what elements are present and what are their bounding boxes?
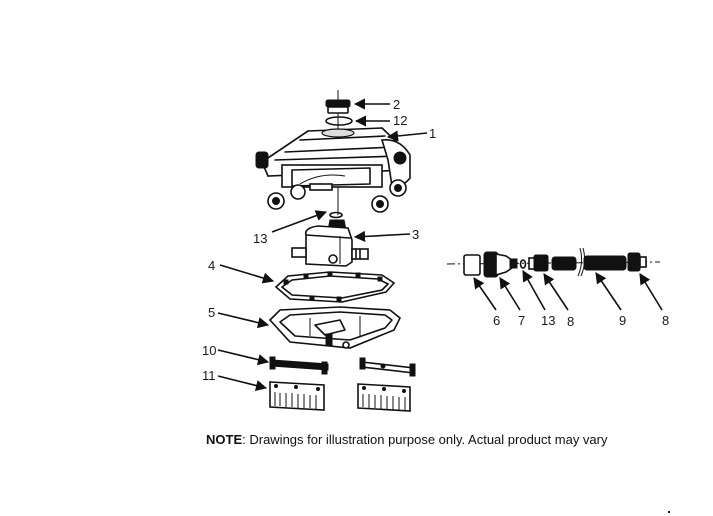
note-text: : Drawings for illustration purpose only… [242,432,608,447]
callout-11: 11 [202,368,216,383]
callout-4: 4 [208,258,215,273]
hose-connector-end-part [627,252,647,272]
base-plate-part [268,306,402,349]
gasket-frame-part [274,271,396,303]
callout-9: 9 [619,313,626,328]
stray-mark [668,511,670,513]
callout-7: 7 [518,313,525,328]
main-body-part [255,127,411,213]
comb-brush-part-left [269,381,325,411]
callout-labels: 2 12 1 13 3 4 5 10 11 6 7 13 8 9 8 [202,97,669,383]
hose-connector-part [528,254,549,272]
o-ring-part [325,116,353,126]
comb-brush-part-right [357,383,411,412]
callout-6: 6 [493,313,500,328]
callout-13-upper: 13 [253,231,267,246]
brush-bar-part-right [359,357,416,377]
hose-adapter-part [483,251,518,278]
o-ring-lower-part [329,211,343,219]
callout-12: 12 [393,113,407,128]
callout-5: 5 [208,305,215,320]
callout-8-end: 8 [662,313,669,328]
hose-assembly [446,247,661,278]
callout-13-hose: 13 [541,313,555,328]
disclaimer-note: NOTE: Drawings for illustration purpose … [206,432,608,447]
callout-3: 3 [412,227,419,242]
note-label: NOTE [206,432,243,447]
o-ring-hose-part [519,259,527,269]
brush-bar-part-left [269,356,329,375]
leader-lines [217,98,663,391]
callout-2: 2 [393,97,400,112]
callout-1: 1 [429,126,436,141]
callout-10: 10 [202,343,216,358]
valve-housing-part [291,219,369,267]
hose-nut-part [463,254,481,276]
callout-8-first: 8 [567,314,574,329]
hose-section-part [551,247,627,277]
